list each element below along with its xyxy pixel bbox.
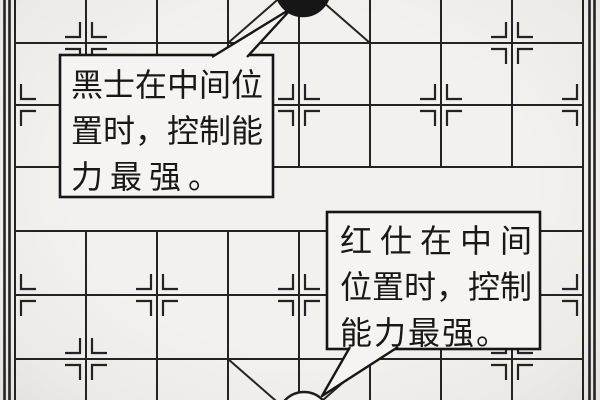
position-marker <box>136 299 153 316</box>
speech-bubble-red-advisor-box <box>325 210 542 351</box>
position-marker <box>562 299 579 316</box>
red-advisor-piece <box>283 390 325 400</box>
position-marker <box>278 274 295 291</box>
position-marker <box>65 363 82 380</box>
speech-bubble-red-advisor-tail <box>320 345 399 398</box>
position-marker <box>491 363 508 380</box>
position-marker <box>90 363 107 380</box>
position-marker <box>516 47 533 64</box>
speech-bubble-black-advisor-tail <box>211 6 294 59</box>
position-marker <box>19 299 36 316</box>
position-marker <box>136 274 153 291</box>
position-marker <box>278 299 295 316</box>
position-marker <box>90 22 107 39</box>
palace-diagonal <box>227 0 279 44</box>
position-marker <box>562 84 579 101</box>
position-marker <box>278 109 295 126</box>
position-marker <box>491 47 508 64</box>
black-advisor-piece <box>277 0 329 18</box>
position-marker <box>278 84 295 101</box>
position-marker <box>19 109 36 126</box>
position-marker <box>516 363 533 380</box>
position-marker <box>562 109 579 126</box>
position-marker <box>420 109 437 126</box>
position-marker <box>491 22 508 39</box>
position-marker <box>303 109 320 126</box>
position-marker <box>562 274 579 291</box>
position-marker <box>65 338 82 355</box>
position-marker <box>90 338 107 355</box>
position-marker <box>303 299 320 316</box>
position-marker <box>303 274 320 291</box>
position-marker <box>19 84 36 101</box>
position-marker <box>19 274 36 291</box>
position-marker <box>161 274 178 291</box>
position-marker <box>445 84 462 101</box>
speech-bubble-black-advisor-box <box>58 53 275 199</box>
position-marker <box>65 22 82 39</box>
palace-diagonal <box>319 0 371 44</box>
position-marker <box>420 84 437 101</box>
position-marker <box>161 299 178 316</box>
position-marker <box>516 22 533 39</box>
palace-diagonal <box>227 358 277 400</box>
position-marker <box>303 84 320 101</box>
position-marker <box>445 109 462 126</box>
